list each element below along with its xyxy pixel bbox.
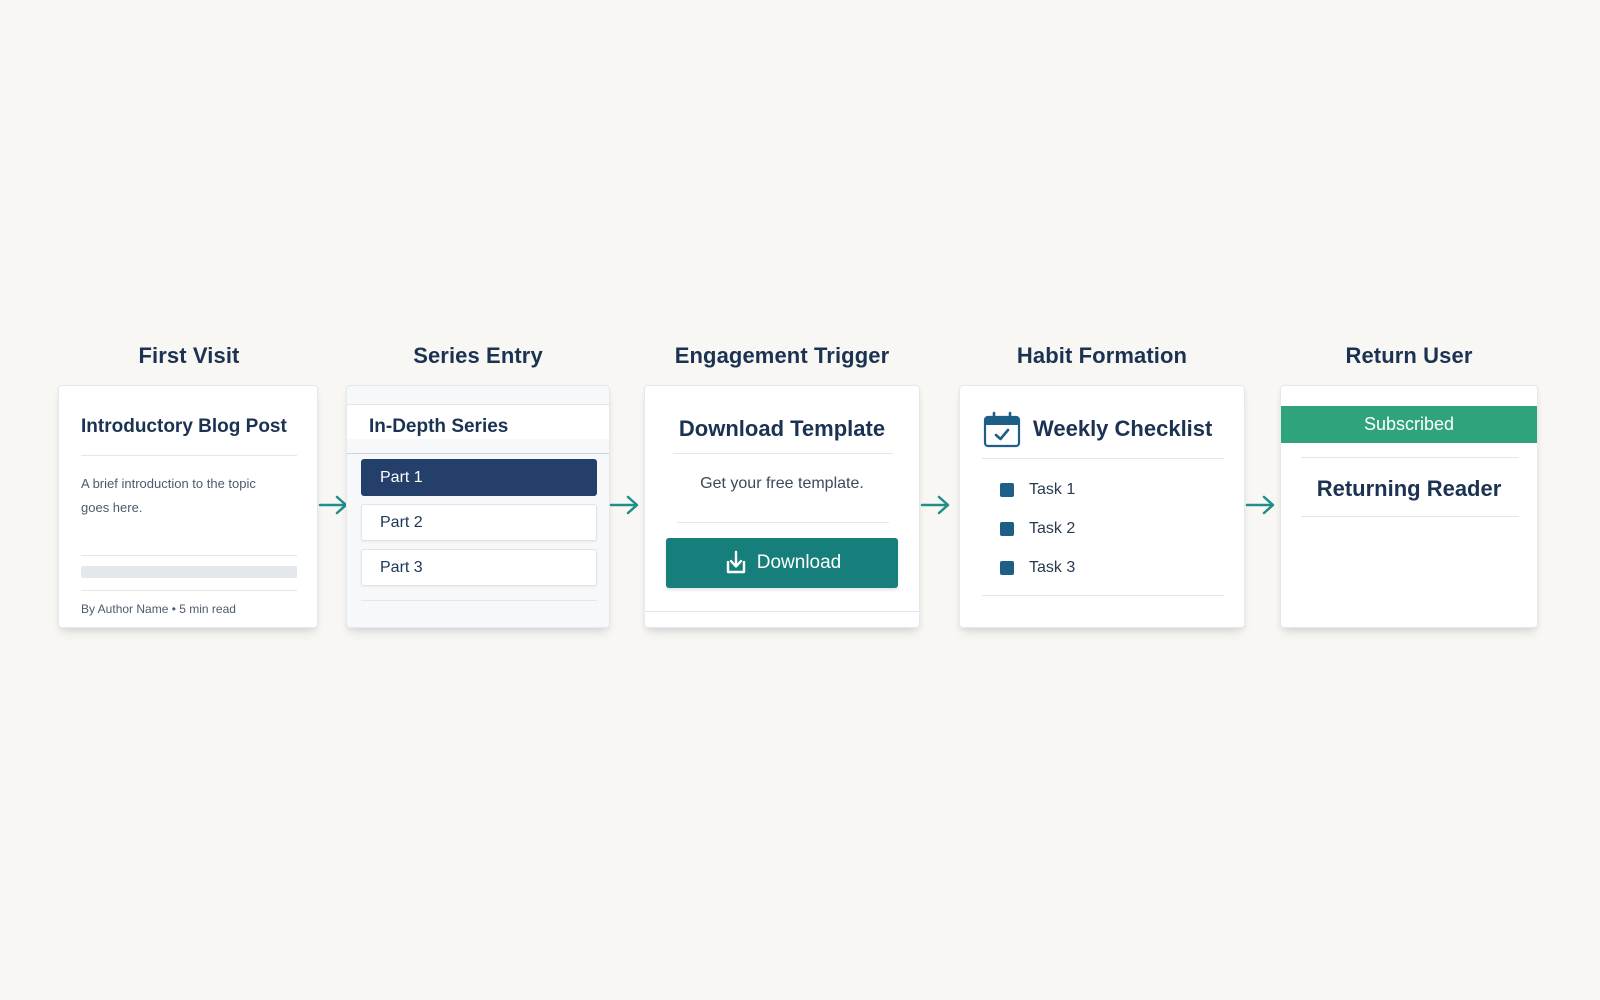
divider [361,600,597,601]
divider [677,522,889,523]
series-part-item[interactable]: Part 1 [361,459,597,496]
download-template-title: Download Template [678,416,886,441]
task-checkbox[interactable] [1000,561,1014,575]
divider [982,595,1224,596]
subscribed-badge: Subscribed [1281,406,1537,443]
divider [982,458,1224,459]
task-checkbox[interactable] [1000,522,1014,536]
blog-post-title[interactable]: Introductory Blog Post [81,416,287,437]
divider [81,455,297,456]
first-visit-card: Introductory Blog Post A brief introduct… [58,385,318,628]
divider [1301,457,1519,458]
stage-title-series-entry: Series Entry [413,343,543,368]
divider [347,404,609,405]
task-item[interactable]: Task 1 [1000,478,1075,502]
series-title: In-Depth Series [369,416,509,437]
engagement-trigger-card: Download Template Get your free template… [644,385,920,628]
blog-post-description: A brief introduction to the topic goes h… [81,476,256,515]
task-checkbox[interactable] [1000,483,1014,497]
stage-title-first-visit: First Visit [138,343,240,368]
task-item[interactable]: Task 3 [1000,556,1075,580]
stage-title-engagement-trigger: Engagement Trigger [674,343,890,368]
divider [81,555,297,556]
divider [347,453,609,454]
flow-arrow-icon [1245,495,1275,515]
task-label: Task 3 [1029,559,1076,576]
template-subtitle: Get your free template. [700,475,864,492]
task-item[interactable]: Task 2 [1000,517,1075,541]
returning-reader-title: Returning Reader [1316,476,1502,501]
series-part-item[interactable]: Part 2 [361,504,597,541]
download-button-label: Download [756,552,842,573]
stage-title-habit-formation: Habit Formation [1016,343,1188,368]
flow-arrow-icon [920,495,950,515]
calendar-check-icon [983,411,1021,448]
download-button[interactable]: Download [666,538,898,588]
flow-arrow-icon [609,495,639,515]
stage-title-return-user: Return User [1345,343,1473,368]
divider [81,590,297,591]
task-label: Task 1 [1029,481,1076,498]
blog-post-meta: By Author Name • 5 min read [81,602,236,616]
download-icon [726,550,745,574]
return-user-card: Subscribed Returning Reader [1280,385,1538,628]
weekly-checklist-title: Weekly Checklist [1033,416,1213,441]
series-part-item[interactable]: Part 3 [361,549,597,586]
content-placeholder-bar [81,566,297,578]
divider [645,611,919,612]
habit-formation-card: Weekly Checklist Task 1 Task 2 Task 3 [959,385,1245,628]
series-entry-card: In-Depth Series Part 1 Part 2 Part 3 [346,385,610,628]
divider [1301,516,1519,517]
task-label: Task 2 [1029,520,1076,537]
divider [673,453,893,454]
